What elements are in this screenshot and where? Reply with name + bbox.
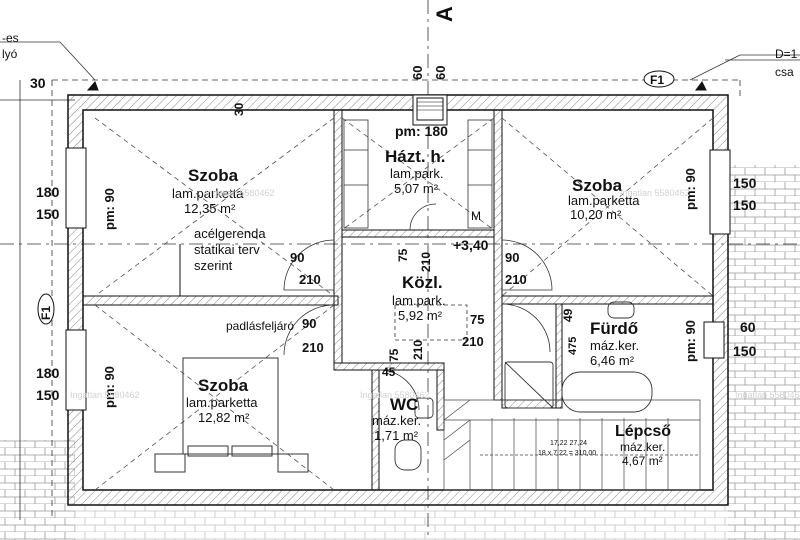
door-width: 75: [387, 348, 401, 362]
watermark: Ingatlan 5580462: [735, 390, 800, 400]
room-name: Szoba: [188, 166, 239, 185]
roof-tiles-left: [0, 440, 75, 540]
windows: [65, 147, 731, 411]
door-width: 90: [505, 250, 519, 265]
right-note-line1: D=1: [775, 47, 798, 61]
room-area: 4,67 m²: [622, 454, 663, 468]
window-left-bottom-height: 150: [36, 387, 60, 403]
axis-label-left: F1: [39, 306, 53, 320]
right-note-line2: csa: [775, 65, 794, 79]
door-height: 210: [419, 252, 433, 272]
beam-note-1: acélgerenda: [194, 226, 266, 241]
room-diagonals: [94, 117, 714, 491]
door-height: 210: [505, 272, 527, 287]
room-name: Közl.: [402, 273, 443, 292]
room-name: Fürdő: [590, 319, 638, 338]
watermark: Ingatlan 5580462: [620, 188, 690, 198]
room-area: 5,07 m²: [394, 181, 439, 196]
room-area: 6,46 m²: [590, 353, 635, 368]
attic-note: padlásfeljáró: [226, 319, 294, 333]
door-swings: [283, 203, 553, 411]
room-finish: lam.parketta: [172, 186, 244, 201]
window-left-top-height: 150: [36, 206, 60, 222]
room-finish: lam.parketta: [186, 395, 258, 410]
roof-tiles-right: [728, 165, 800, 540]
attic-hatch: [394, 304, 468, 341]
window-right-top-height: 150: [733, 197, 757, 213]
window-right-bottom-pm: pm: 90: [683, 320, 698, 362]
window-right-top-width: 150: [733, 175, 757, 191]
window-right-top-pm: pm: 90: [683, 168, 698, 210]
axis-label-right: F1: [650, 73, 664, 87]
watermark: Ingatlan 5580462: [360, 390, 430, 400]
window-left-top-pm: pm: 90: [102, 188, 117, 230]
flue: [416, 97, 444, 121]
flue-label: pm: 180: [395, 123, 448, 139]
wall-marker-top-left: 30: [30, 75, 46, 91]
closet-shelves: [343, 119, 493, 229]
wall-marker-60-a: 60: [410, 66, 425, 80]
left-note-line2: lyó: [2, 47, 18, 61]
door-width: 75: [396, 248, 410, 262]
room-area: 1,71 m²: [374, 428, 419, 443]
stairs: [443, 399, 701, 491]
room-name: WC: [390, 395, 418, 414]
watermark: Ingatlan 5580462: [205, 188, 275, 198]
door-width: 90: [290, 250, 304, 265]
room-area: 10,20 m²: [570, 207, 622, 222]
beam-note-2: statikai terv: [194, 242, 260, 257]
axis-markers: [37, 70, 707, 325]
window-left-top-width: 180: [36, 184, 60, 200]
wall-marker-60-b: 60: [433, 66, 448, 80]
door-width: 75: [470, 312, 484, 327]
bed: [154, 357, 309, 473]
window-left-bottom-pm: pm: 90: [102, 366, 117, 408]
watermark: Ingatlan 5580462: [70, 390, 140, 400]
roof-tiles-bottom: [75, 505, 730, 540]
room-finish: máz.ker.: [372, 413, 421, 428]
window-left-bottom-width: 180: [36, 365, 60, 381]
bath-dim-a: 49: [561, 308, 575, 322]
bath-dim-b: 475: [567, 337, 579, 355]
stair-calc-1: 17,22 27,24: [550, 440, 587, 447]
level-mark: +3,40: [453, 237, 489, 253]
window-right-bottom-height: 150: [733, 343, 757, 359]
closet-mark: M: [471, 209, 481, 223]
room-name: Házt. h.: [385, 147, 445, 166]
door-height: 210: [299, 272, 321, 287]
room-finish: máz.ker.: [620, 440, 665, 454]
room-area: 5,92 m²: [398, 308, 443, 323]
door-height: 210: [411, 340, 425, 360]
room-area: 12,82 m²: [198, 410, 250, 425]
room-finish: lam.park.: [390, 166, 443, 181]
stair-calc-2: 18 x 7,22 = 310,00: [538, 450, 596, 457]
door-width: 45: [382, 365, 396, 379]
room-area: 12,35 m²: [184, 201, 236, 216]
door-height: 210: [462, 334, 484, 349]
door-height: 210: [302, 340, 324, 355]
room-finish: máz.ker.: [590, 338, 639, 353]
section-mark: A: [432, 6, 457, 22]
door-width: 90: [302, 316, 316, 331]
room-finish: lam.park.: [392, 293, 445, 308]
room-name: Szoba: [198, 376, 249, 395]
room-name: Szoba: [572, 176, 623, 195]
beam-note-3: szerint: [194, 258, 233, 273]
window-right-bottom-width: 60: [740, 319, 756, 335]
left-note-line1: -es: [2, 31, 19, 45]
room-finish: lam.parketta: [568, 193, 640, 208]
room-name: Lépcső: [615, 423, 671, 440]
wall-marker-top-inner: 30: [232, 102, 246, 116]
